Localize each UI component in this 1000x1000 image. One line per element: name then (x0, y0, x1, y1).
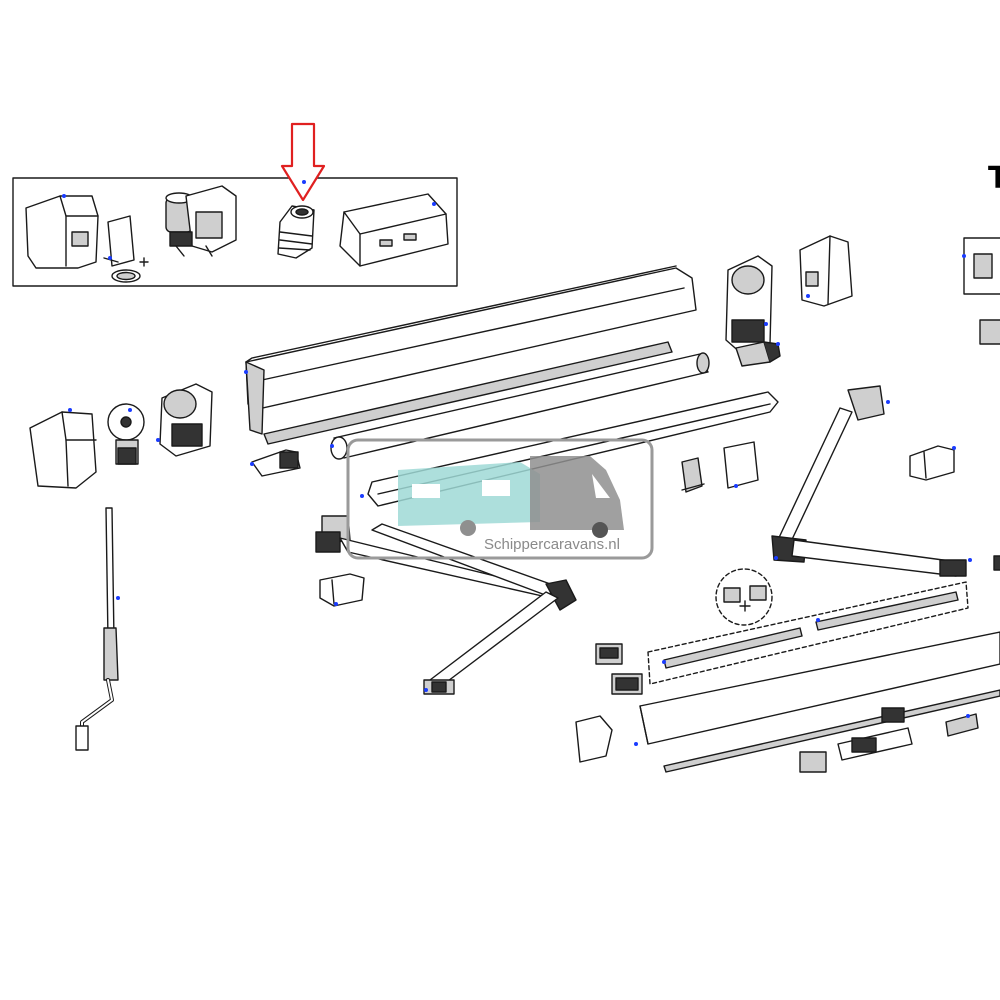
left-drive-unit[interactable] (159, 383, 213, 457)
inset-end-cap[interactable] (25, 195, 99, 269)
end-cover-lower[interactable] (575, 715, 613, 763)
watermark-text: Schippercaravans.nl (484, 536, 620, 553)
inset-bracket[interactable] (103, 215, 149, 283)
rail-clip-b[interactable] (837, 727, 913, 761)
rail-clip-c[interactable] (881, 707, 905, 723)
watermark-logo: Schippercaravans.nl (346, 438, 654, 560)
inset-spring-cartridge[interactable] (277, 205, 315, 259)
awning-cassette-housing[interactable] (245, 265, 697, 445)
end-plug-b[interactable] (611, 673, 643, 695)
rail-clip-a[interactable] (799, 751, 827, 773)
left-connector[interactable] (251, 449, 301, 477)
inset-gear-mechanism[interactable] (165, 185, 237, 257)
reference-markers (62, 180, 972, 746)
right-drive-unit[interactable] (725, 255, 773, 355)
support-tubes-group[interactable] (647, 581, 969, 685)
crank-handle[interactable] (75, 507, 119, 751)
left-arm-assembly[interactable] (315, 515, 577, 695)
fabric-roller-tube[interactable] (330, 352, 710, 460)
mounting-bracket-a[interactable] (681, 457, 705, 493)
red-down-arrow-icon (280, 122, 326, 202)
inset-control-box[interactable] (339, 193, 449, 267)
camper-logo-icon (530, 456, 624, 538)
rail-clip-d[interactable] (945, 713, 979, 737)
side-inset-panel-edge (963, 237, 1000, 571)
left-gear-wheel[interactable] (107, 403, 145, 465)
side-cover-right[interactable] (909, 445, 955, 481)
right-arm-assembly[interactable] (771, 385, 967, 577)
caravan-logo-icon (398, 462, 540, 536)
left-end-cap[interactable] (29, 411, 97, 489)
side-heading-letter: T (988, 161, 1000, 196)
right-spring-cartridge[interactable] (735, 341, 781, 367)
lower-front-bar[interactable] (639, 631, 1000, 745)
left-arm-cover[interactable] (319, 573, 365, 607)
wall-plate[interactable] (723, 441, 759, 489)
inset-parts-panel (12, 122, 458, 287)
detail-circle (715, 568, 773, 626)
right-end-cap[interactable] (799, 235, 853, 307)
end-plug-a[interactable] (595, 643, 623, 665)
